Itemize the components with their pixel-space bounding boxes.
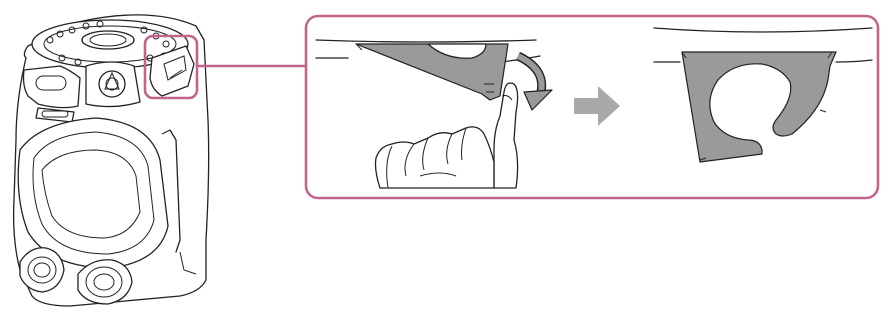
curved-arrow-down-icon [518, 56, 552, 110]
step-holder-fully-open [654, 28, 872, 162]
holder-tilting-icon [356, 44, 508, 100]
step-holder-pulled-down [316, 40, 552, 188]
arrow-right-icon [574, 86, 620, 126]
holder-open-icon [682, 52, 836, 162]
hand-icon [376, 83, 518, 188]
speaker-unit-icon [14, 15, 209, 306]
